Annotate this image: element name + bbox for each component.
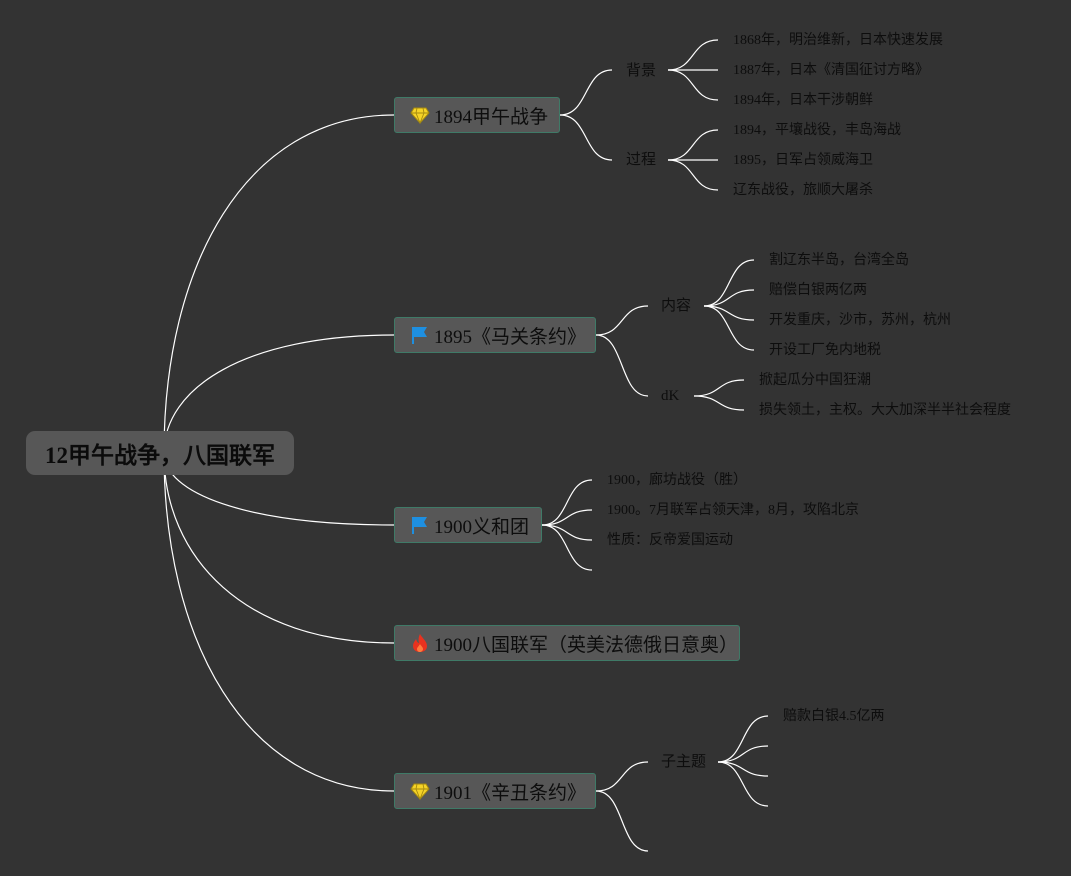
topic-connector xyxy=(595,305,649,336)
leaf-item[interactable]: 损失领土，主权。大大加深半半社会程度 xyxy=(759,403,1011,418)
root-connector xyxy=(163,452,395,644)
leaf-connector xyxy=(667,39,719,71)
subtopic-dk[interactable]: dK xyxy=(661,388,680,404)
leaf-item[interactable]: 赔款白银4.5亿两 xyxy=(783,709,885,724)
root-label: 12甲午战争，八国联军 xyxy=(45,443,275,468)
leaf-connector xyxy=(667,129,719,161)
root-topic[interactable]: 12甲午战争，八国联军 xyxy=(26,431,294,475)
leaf-item[interactable]: 1868年，明治维新，日本快速发展 xyxy=(733,33,943,48)
leaf-item[interactable]: 掀起瓜分中国狂潮 xyxy=(759,373,871,388)
leaf-connector xyxy=(667,69,719,101)
topic-connector xyxy=(595,334,649,397)
topic-1895-treaty[interactable]: 1895《马关条约》 xyxy=(394,317,596,353)
topic-label: 1901《辛丑条约》 xyxy=(434,782,587,804)
topic-label: 1894甲午战争 xyxy=(434,106,549,128)
leaf-item[interactable]: 1894年，日本干涉朝鲜 xyxy=(733,93,873,108)
root-connector xyxy=(163,114,395,454)
leaf-item[interactable]: 性质：反帝爱国运动 xyxy=(607,533,733,548)
subtopic-child[interactable]: 子主题 xyxy=(661,754,707,770)
leaf-connector xyxy=(541,524,593,571)
leaf-connector xyxy=(667,159,719,191)
leaf-connector xyxy=(717,761,769,777)
topic-connector xyxy=(559,69,613,116)
leaf-connector xyxy=(693,379,745,397)
diamond-icon xyxy=(409,780,431,802)
leaf-connector xyxy=(703,259,755,307)
leaf-item[interactable]: 1895，日军占领威海卫 xyxy=(733,153,873,168)
leaf-item[interactable]: 割辽东半岛，台湾全岛 xyxy=(769,253,909,268)
leaf-item[interactable]: 开设工厂免内地税 xyxy=(769,343,881,358)
topic-connector xyxy=(595,790,649,852)
flag-icon xyxy=(409,514,431,536)
leaf-connector xyxy=(541,509,593,526)
leaf-connector xyxy=(717,715,769,763)
diamond-icon xyxy=(409,104,431,126)
leaf-item[interactable]: 辽东战役，旅顺大屠杀 xyxy=(733,183,873,198)
topic-1901-treaty[interactable]: 1901《辛丑条约》 xyxy=(394,773,596,809)
topic-label: 1895《马关条约》 xyxy=(434,326,587,348)
root-connector xyxy=(163,334,395,454)
leaf-connector xyxy=(717,745,769,763)
topic-label: 1900八国联军（英美法德俄日意奥） xyxy=(434,634,739,656)
root-connector xyxy=(163,452,395,792)
leaf-connector xyxy=(717,761,769,807)
topic-1894-war[interactable]: 1894甲午战争 xyxy=(394,97,560,133)
topic-1900-boxers[interactable]: 1900义和团 xyxy=(394,507,542,543)
leaf-item[interactable]: 赔偿白银两亿两 xyxy=(769,283,867,298)
leaf-item[interactable]: 开发重庆，沙市，苏州，杭州 xyxy=(769,313,951,328)
leaf-connector xyxy=(541,524,593,541)
topic-connector xyxy=(595,761,649,792)
topic-label: 1900义和团 xyxy=(434,516,530,538)
flag-icon xyxy=(409,324,431,346)
leaf-item[interactable]: 1900。7月联军占领天津，8月，攻陷北京 xyxy=(607,503,859,518)
leaf-connector xyxy=(693,395,745,411)
leaf-connector xyxy=(703,305,755,321)
topic-1900-eight-nations[interactable]: 1900八国联军（英美法德俄日意奥） xyxy=(394,625,740,661)
leaf-connector xyxy=(703,289,755,307)
subtopic-background[interactable]: 背景 xyxy=(626,63,657,79)
flame-icon xyxy=(409,632,431,654)
leaf-item[interactable]: 1887年，日本《清国征讨方略》 xyxy=(733,63,929,78)
leaf-connector xyxy=(703,305,755,351)
leaf-item[interactable]: 1900，廊坊战役（胜） xyxy=(607,473,747,488)
subtopic-process[interactable]: 过程 xyxy=(626,152,657,168)
subtopic-content[interactable]: 内容 xyxy=(661,298,692,314)
leaf-item[interactable]: 1894，平壤战役，丰岛海战 xyxy=(733,123,901,138)
topic-connector xyxy=(559,114,613,161)
leaf-connector xyxy=(541,479,593,526)
